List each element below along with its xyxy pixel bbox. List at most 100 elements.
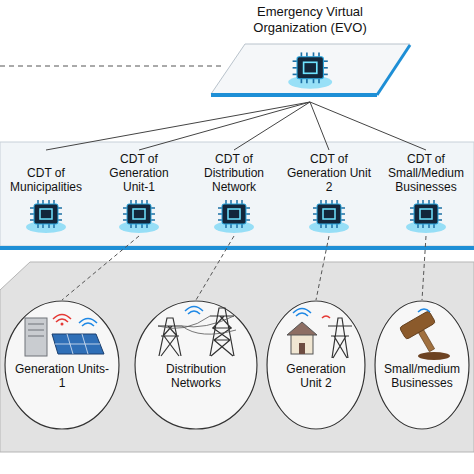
chip-icon: [406, 200, 446, 233]
chip-icon: [30, 207, 34, 209]
chip-icon: [42, 200, 44, 204]
chip-icon: [246, 213, 250, 215]
chip-icon: [30, 213, 34, 215]
chip-icon: [117, 196, 161, 236]
chip-icon: [123, 207, 127, 209]
evo-platform: [377, 45, 410, 95]
chip-icon: [410, 219, 414, 221]
site-label: Distribution Networks: [144, 362, 248, 390]
evo-platform: [318, 52, 320, 56]
chip-icon: [225, 224, 227, 228]
evo-platform: [323, 67, 327, 69]
chip-icon: [331, 200, 333, 204]
site-node: Distribution Networks: [134, 300, 258, 430]
chip-icon: [228, 209, 240, 219]
chip-icon: [24, 196, 68, 236]
chip-icon: [123, 213, 127, 215]
node-title: CDT of Municipalities: [2, 166, 90, 194]
chip-icon: [246, 219, 250, 221]
node-title: CDT of Generation Unit-1: [95, 152, 183, 194]
label-box: CDT of Municipalities: [2, 150, 90, 194]
generation-icon: [28, 324, 44, 325]
chip-icon: [141, 200, 143, 204]
evo-platform: [301, 52, 303, 56]
house-icon: [287, 309, 352, 359]
evo-platform: [313, 52, 315, 56]
site-label: Generation Units-1: [13, 362, 110, 390]
physical-layer: [0, 262, 474, 452]
connector-line: [46, 102, 310, 150]
digital-twin-node: CDT of Municipalities: [2, 150, 90, 236]
chip-icon: [241, 224, 243, 228]
chip-icon: [141, 224, 143, 228]
gavel-icon: [399, 309, 450, 360]
digital-twin-node: CDT of Generation Unit-1: [95, 150, 183, 236]
connector-line: [139, 102, 310, 150]
chip-icon: [422, 224, 424, 228]
chip-icon: [236, 224, 238, 228]
evo-platform: [306, 52, 308, 56]
label-box: CDT of Small/Medium Businesses: [382, 150, 470, 194]
chip-icon: [428, 224, 430, 228]
gavel-icon: [418, 330, 434, 352]
tower-icon: [158, 307, 236, 357]
chip-icon: [417, 200, 419, 204]
chip-icon: [127, 204, 151, 224]
generation-icon: [79, 319, 97, 327]
chip-icon: [48, 200, 50, 204]
chip-icon: [313, 200, 345, 228]
house-icon: [293, 309, 311, 317]
site-ellipse: [5, 301, 119, 429]
generation-icon: [28, 336, 44, 337]
chip-icon: [58, 213, 62, 215]
chip-icon: [420, 209, 432, 219]
node-title: Emergency Virtual Organization (EVO): [225, 2, 395, 36]
chip-icon: [428, 200, 430, 204]
chip-icon: [331, 224, 333, 228]
chip-icon: [151, 219, 155, 221]
chip-icon: [325, 224, 327, 228]
chip-icon: [325, 200, 327, 204]
chip-icon: [341, 213, 345, 215]
chip-icon: [53, 224, 55, 228]
evo-platform: [313, 79, 315, 83]
chip-icon: [58, 219, 62, 221]
tower-icon: [158, 316, 236, 334]
tower-icon: [158, 318, 182, 356]
chip-icon: [410, 213, 414, 215]
chip-icon: [40, 209, 52, 219]
chip-icon: [225, 200, 227, 204]
chip-icon: [26, 200, 66, 233]
evo-platform: [211, 93, 377, 97]
chip-icon: [438, 213, 442, 215]
chip-icon: [341, 219, 345, 221]
label-box: CDT of Generation Unit-1: [95, 150, 183, 194]
evo-platform: [323, 74, 327, 76]
generation-icon: [25, 315, 104, 357]
chip-icon: [433, 200, 435, 204]
chip-icon: [146, 200, 148, 204]
gavel-icon: [418, 309, 430, 312]
connector-line: [316, 236, 329, 300]
chip-icon: [37, 200, 39, 204]
node-title: CDT of Generation Unit 2: [285, 152, 373, 194]
chip-icon: [34, 204, 58, 224]
generation-icon: [61, 323, 64, 326]
chip-icon: [42, 224, 44, 228]
site-node: Small/medium Businesses: [374, 300, 470, 430]
evo-platform: [301, 79, 303, 83]
chip-icon: [53, 200, 55, 204]
chip-icon: [218, 200, 250, 228]
chip-icon: [313, 207, 317, 209]
chip-icon: [130, 224, 132, 228]
generation-icon: [25, 318, 47, 356]
chip-icon: [48, 224, 50, 228]
evo-platform: [288, 52, 332, 88]
chip-icon: [123, 200, 155, 228]
chip-icon: [212, 196, 256, 236]
chip-icon: [317, 204, 341, 224]
gavel-icon: [399, 311, 435, 340]
digital-twin-node: CDT of Distribution Network: [190, 150, 278, 236]
gavel-icon: [399, 311, 446, 359]
chip-icon: [323, 209, 335, 219]
